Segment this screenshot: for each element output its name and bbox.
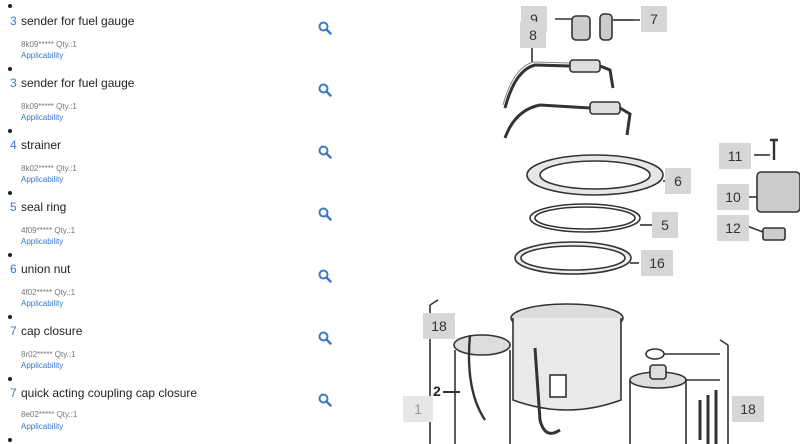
part-number: 3 [10,14,17,28]
list-bullet [8,191,12,195]
parts-diagram: 9 7 8 11 6 10 5 12 16 18 1 18 2 [345,0,800,444]
part-number: 6 [10,262,17,276]
part-row[interactable]: 3 sender for fuel gauge 8k09***** Qty.:1… [0,62,345,124]
search-icon[interactable] [318,83,332,97]
part-number: 7 [10,324,17,338]
applicability-link[interactable]: Applicability [21,175,64,184]
callout-7[interactable]: 7 [641,6,667,32]
search-icon[interactable] [318,145,332,159]
search-icon[interactable] [318,21,332,35]
applicability-link[interactable]: Applicability [21,422,64,431]
callout-2[interactable]: 2 [433,383,441,399]
callout-18-right[interactable]: 18 [732,396,764,422]
list-bullet [8,129,12,133]
callout-8[interactable]: 8 [520,22,546,48]
part-number: 7 [10,386,17,400]
part-row[interactable]: 5 seal ring 4f09***** Qty.:1 Applicabili… [0,186,345,248]
search-icon[interactable] [318,269,332,283]
part-name: sender for fuel gauge [21,76,135,90]
callout-1[interactable]: 1 [403,396,433,422]
search-icon[interactable] [318,207,332,221]
part-number: 5 [10,200,17,214]
applicability-link[interactable]: Applicability [21,299,64,308]
part-row[interactable]: 7 cap closure 8r02***** Qty.:1 Applicabi… [0,310,345,372]
part-row[interactable]: 4 strainer 8k02***** Qty.:1 Applicabilit… [0,124,345,186]
list-bullet [8,4,12,8]
part-name: quick acting coupling cap closure [21,386,198,400]
applicability-link[interactable]: Applicability [21,51,64,60]
list-bullet [8,315,12,319]
part-code: 8k09***** Qty.:1 [21,40,77,49]
part-row[interactable]: 3 sender for fuel gauge 8k09***** Qty.:1… [0,0,345,62]
part-code: 8e02***** Qty.:1 [21,410,78,419]
applicability-link[interactable]: Applicability [21,113,64,122]
callout-12[interactable]: 12 [717,215,749,241]
fitting-9 [571,15,591,41]
part-name: union nut [21,262,71,276]
list-bullet [8,438,12,442]
callout-11[interactable]: 11 [719,143,751,169]
applicability-link[interactable]: Applicability [21,237,64,246]
part-code: 4f02***** Qty.:1 [21,288,76,297]
part-name: strainer [21,138,62,152]
callout-16[interactable]: 16 [641,250,673,276]
callout-10[interactable]: 10 [717,184,749,210]
part-name: seal ring [21,200,67,214]
part-row[interactable]: 6 union nut 4f02***** Qty.:1 Applicabili… [0,248,345,310]
part-name: cap closure [21,324,83,338]
part-number: 3 [10,76,17,90]
part-code: 8k09***** Qty.:1 [21,102,77,111]
applicability-link[interactable]: Applicability [21,361,64,370]
search-icon[interactable] [318,393,332,407]
part-code: 8r02***** Qty.:1 [21,350,76,359]
part-number: 4 [10,138,17,152]
search-icon[interactable] [318,331,332,345]
callout-5[interactable]: 5 [652,212,678,238]
part-name: sender for fuel gauge [21,14,135,28]
part-row[interactable]: 7 quick acting coupling cap closure 8e02… [0,372,345,434]
part-code: 8k02***** Qty.:1 [21,164,77,173]
parts-list: 3 sender for fuel gauge 8k09***** Qty.:1… [0,0,345,444]
list-bullet [8,67,12,71]
callout-18-left[interactable]: 18 [423,313,455,339]
callout-6[interactable]: 6 [665,168,691,194]
list-bullet [8,377,12,381]
list-bullet [8,253,12,257]
part-code: 4f09***** Qty.:1 [21,226,76,235]
fitting-7 [599,13,613,41]
